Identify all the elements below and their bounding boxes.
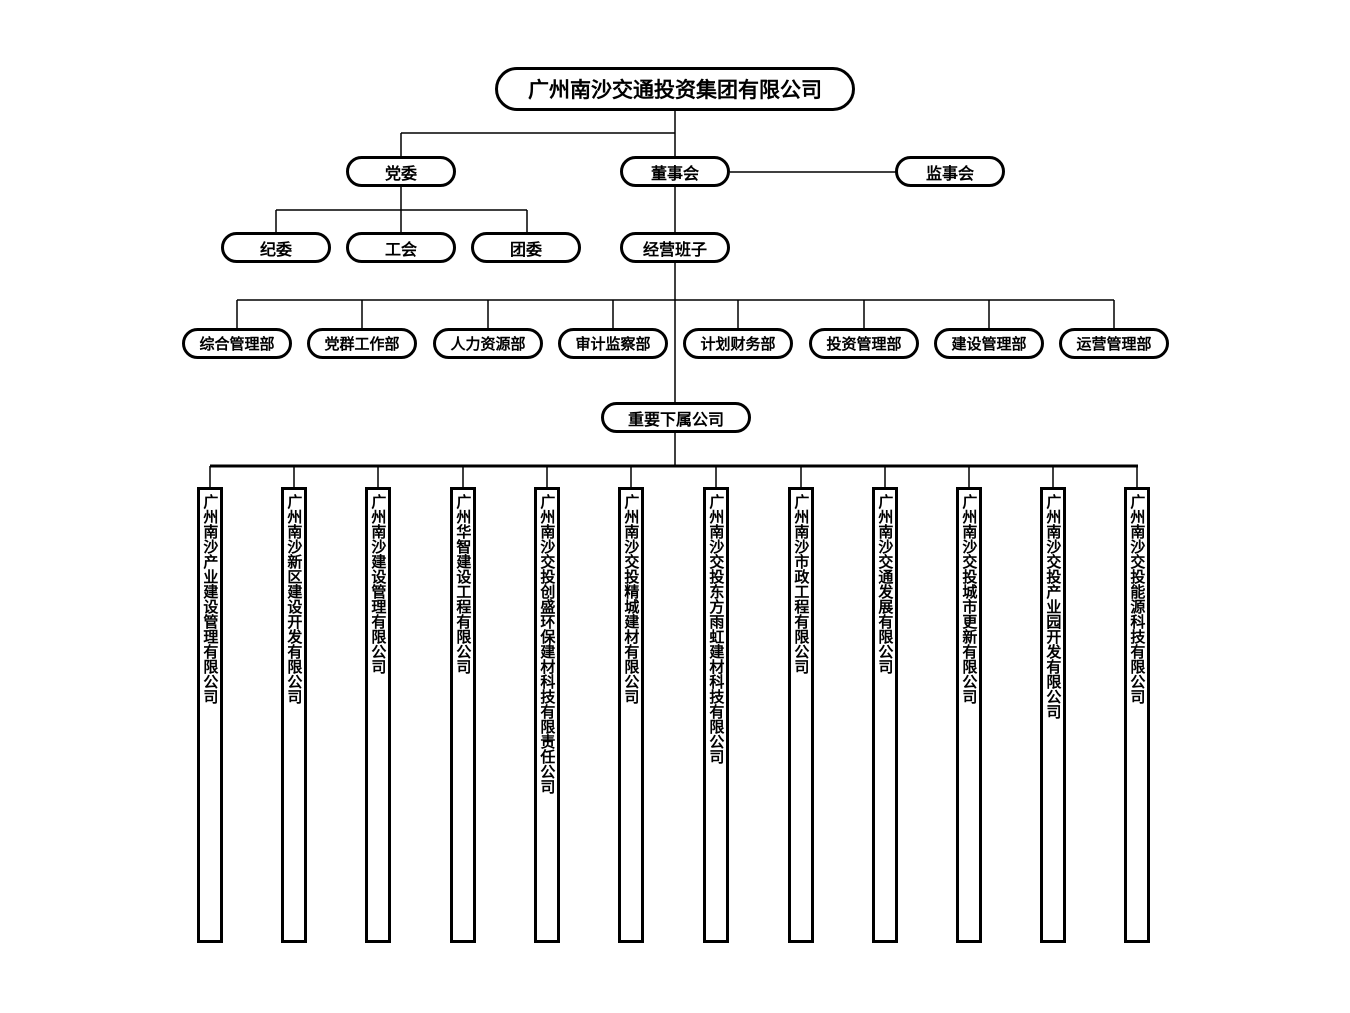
subsidiary-box: 广州南沙交投创盛环保建材科技有限责任公司 [534, 487, 560, 943]
node-board-of-supervisors: 监事会 [895, 156, 1005, 187]
dept-general-management: 综合管理部 [182, 328, 292, 359]
subsidiary-box: 广州华智建设工程有限公司 [450, 487, 476, 943]
subsidiary-box: 广州南沙产业建设管理有限公司 [197, 487, 223, 943]
subsidiary-box: 广州南沙交通发展有限公司 [872, 487, 898, 943]
dept-construction-management: 建设管理部 [934, 328, 1044, 359]
subsidiary-box: 广州南沙交投产业园开发有限公司 [1040, 487, 1066, 943]
node-youth-league: 团委 [471, 232, 581, 263]
subsidiary-box: 广州南沙新区建设开发有限公司 [281, 487, 307, 943]
subsidiary-box: 广州南沙交投城市更新有限公司 [956, 487, 982, 943]
dept-human-resources: 人力资源部 [433, 328, 543, 359]
subsidiary-box: 广州南沙交投东方雨虹建材科技有限公司 [703, 487, 729, 943]
root-node-company: 广州南沙交通投资集团有限公司 [495, 67, 855, 111]
subsidiary-box: 广州南沙交投精城建材有限公司 [618, 487, 644, 943]
node-management-team: 经营班子 [620, 232, 730, 263]
dept-investment-management: 投资管理部 [809, 328, 919, 359]
node-key-subsidiaries: 重要下属公司 [601, 402, 751, 433]
dept-operations-management: 运营管理部 [1059, 328, 1169, 359]
subsidiary-box: 广州南沙市政工程有限公司 [788, 487, 814, 943]
subsidiary-box: 广州南沙建设管理有限公司 [365, 487, 391, 943]
subsidiary-box: 广州南沙交投能源科技有限公司 [1124, 487, 1150, 943]
node-discipline-committee: 纪委 [221, 232, 331, 263]
node-board-of-directors: 董事会 [620, 156, 730, 187]
dept-planning-finance: 计划财务部 [683, 328, 793, 359]
dept-audit-supervision: 审计监察部 [558, 328, 668, 359]
node-party-committee: 党委 [346, 156, 456, 187]
node-labor-union: 工会 [346, 232, 456, 263]
dept-party-affairs: 党群工作部 [307, 328, 417, 359]
